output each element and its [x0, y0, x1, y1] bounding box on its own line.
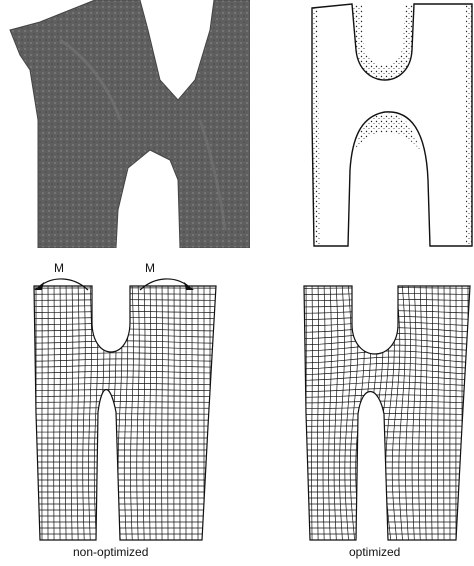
mesh-line — [30, 377, 220, 379]
mesh-line — [405, 282, 410, 542]
mesh-line — [106, 282, 110, 542]
mesh-line — [30, 347, 220, 349]
mesh-line — [30, 396, 220, 397]
mesh-line — [419, 282, 422, 542]
mesh-line — [30, 359, 220, 361]
mesh-line — [30, 353, 220, 355]
mesh-line — [30, 383, 220, 384]
mesh-line — [155, 282, 156, 542]
mesh-line — [438, 282, 439, 542]
tree-fork-photo — [0, 0, 250, 248]
mesh-line — [367, 282, 377, 542]
finite-element-mesh — [300, 282, 474, 544]
mesh-line — [65, 282, 66, 542]
mesh-line — [300, 420, 470, 421]
mesh-line — [30, 335, 220, 337]
finite-element-mesh — [30, 282, 220, 544]
mesh-line — [124, 282, 127, 542]
mesh-line — [317, 282, 318, 542]
mesh-line — [300, 382, 470, 386]
mesh-line — [100, 282, 104, 542]
mesh-line — [361, 282, 370, 542]
mesh-line — [30, 402, 220, 403]
mesh-line — [54, 282, 55, 542]
mesh-line — [300, 305, 470, 307]
mesh-line — [444, 282, 445, 542]
stippled-fork-outline — [300, 0, 474, 248]
mesh-line — [30, 300, 220, 301]
mesh-line — [300, 299, 470, 300]
mesh-line — [300, 293, 470, 294]
mesh-line — [30, 389, 220, 390]
caption-optimized: optimized — [349, 545, 400, 559]
mesh-line — [300, 407, 470, 408]
mesh-line — [300, 288, 470, 289]
mesh-line — [323, 282, 325, 542]
mesh-line — [71, 282, 73, 542]
mesh-line — [30, 408, 220, 409]
mesh-line — [312, 282, 313, 542]
mesh-line — [300, 388, 470, 391]
mesh-line — [30, 323, 220, 325]
mesh-line — [143, 282, 145, 542]
mesh-line — [149, 282, 151, 542]
mesh-line — [83, 282, 86, 542]
mesh-line — [30, 317, 220, 318]
mesh-line — [30, 311, 220, 312]
mesh-line — [30, 371, 220, 373]
mesh-line — [373, 282, 383, 542]
mesh-line — [345, 282, 351, 542]
caption-non-optimized: non-optimized — [73, 545, 148, 559]
mesh-line — [88, 282, 91, 542]
mesh-line — [399, 282, 405, 542]
mesh-line — [412, 282, 416, 542]
mesh-line — [137, 282, 140, 542]
mesh-line — [77, 282, 79, 542]
mesh-line — [334, 282, 338, 542]
mesh-line — [329, 282, 332, 542]
mesh-line — [30, 306, 220, 307]
mesh-line — [425, 282, 427, 542]
mesh-line — [162, 282, 163, 542]
mesh-line — [300, 413, 470, 414]
mesh-line — [339, 282, 344, 542]
mesh-line — [60, 282, 61, 542]
mesh-line — [130, 282, 133, 542]
mesh-line — [431, 282, 432, 542]
mesh-line — [392, 282, 400, 542]
mesh-line — [30, 365, 220, 367]
mesh-line — [168, 282, 169, 542]
mesh-line — [30, 329, 220, 331]
